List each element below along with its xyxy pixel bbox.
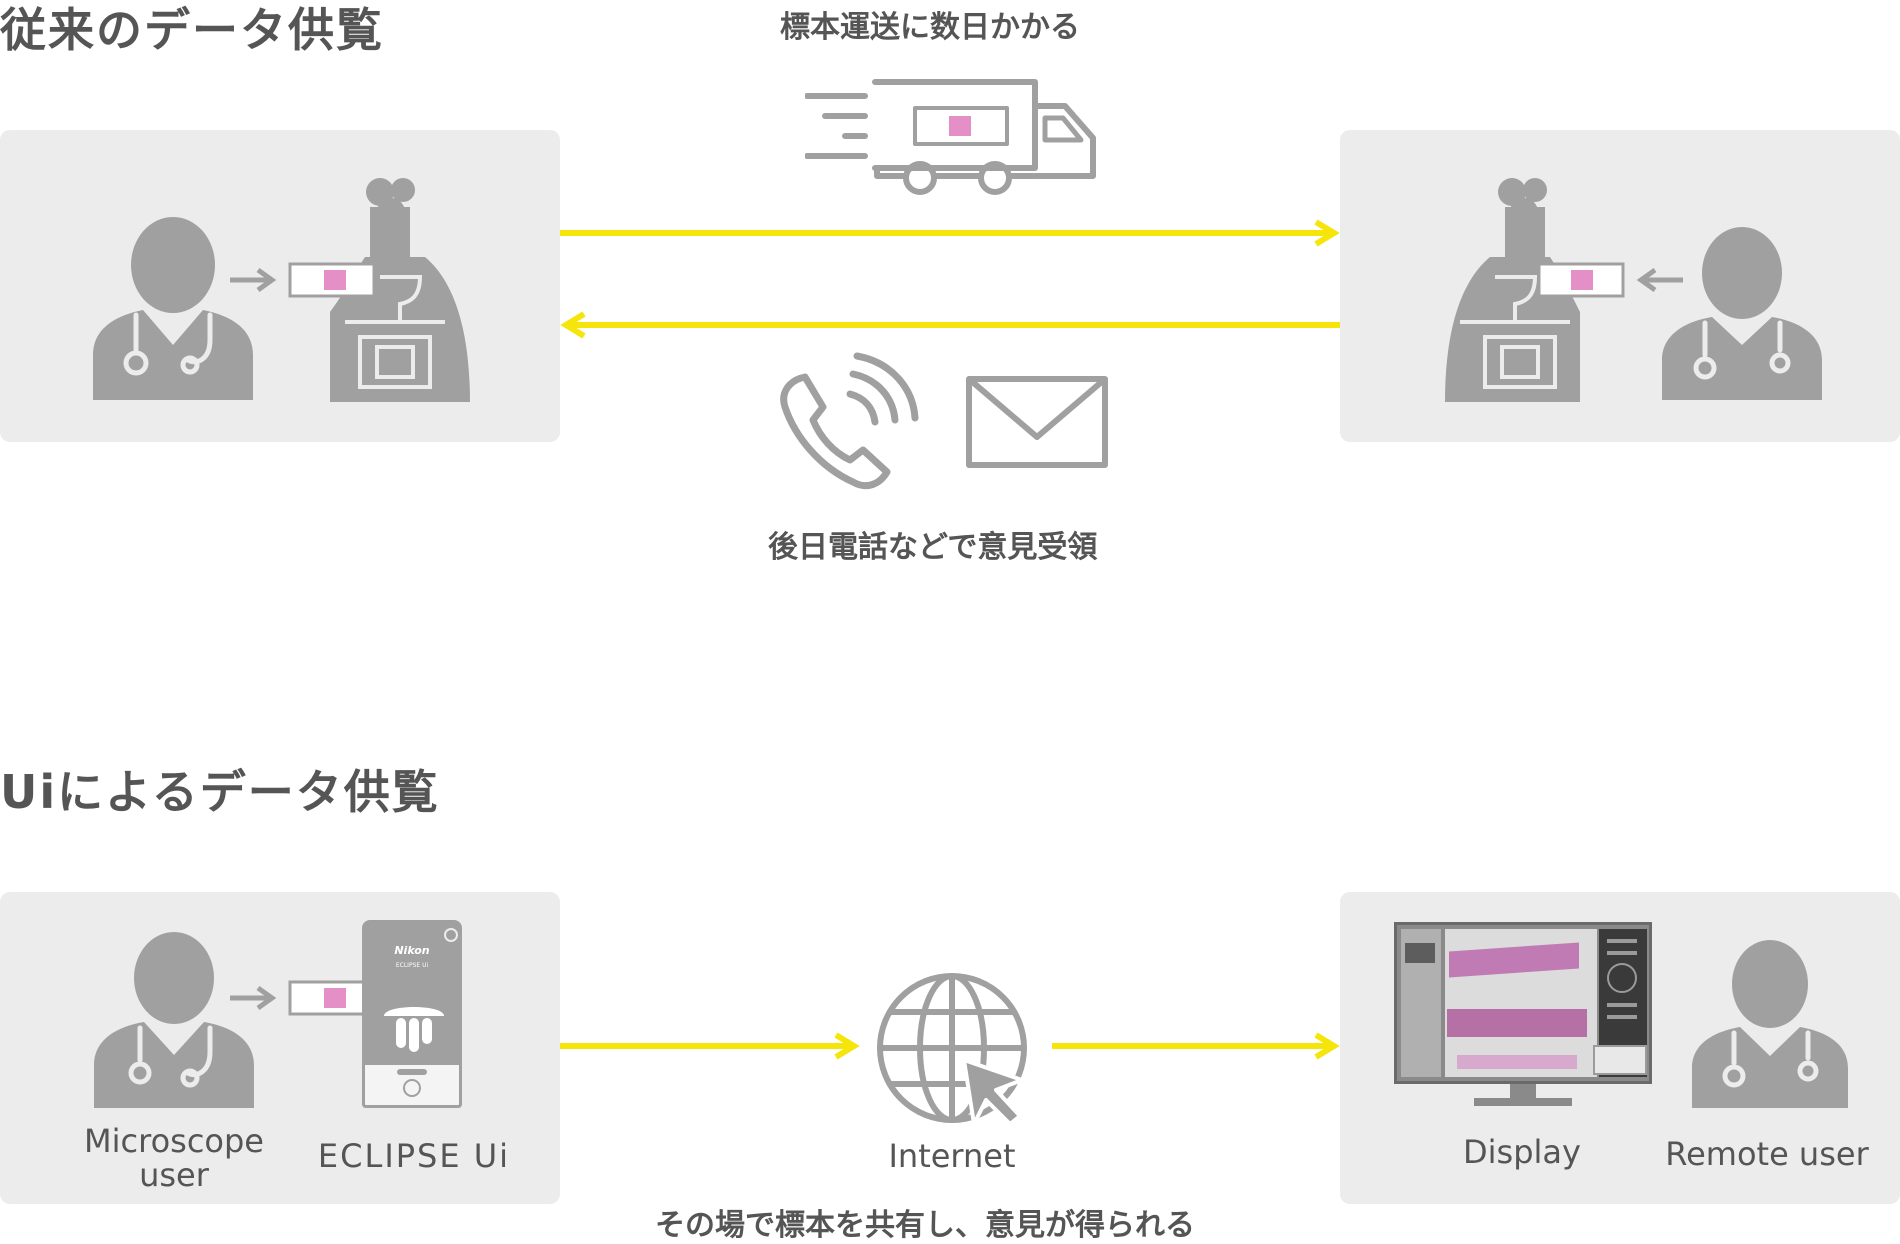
viewer-slide-image [1445, 929, 1597, 1077]
truck-icon [805, 79, 1096, 195]
slide-arrow-icon-local [230, 980, 376, 1016]
upload-arrow [560, 1032, 860, 1060]
doctor-icon-local [94, 932, 254, 1108]
internet-label: Internet [888, 1137, 1016, 1175]
microscope-user-panel [0, 892, 560, 1204]
slide-arrow-icon-remote [1537, 262, 1683, 298]
stream-arrow [1052, 1032, 1340, 1060]
feedback-caption: 後日電話などで意見受領 [768, 530, 1098, 565]
feedback-arrow [560, 311, 1340, 339]
display-label: Display [1463, 1133, 1581, 1171]
display-monitor [1394, 922, 1652, 1084]
doctor-icon-remote [1662, 227, 1822, 400]
share-caption: その場で標本を共有し、意見が得られる [655, 1208, 1195, 1243]
phone-icon [780, 352, 919, 490]
transport-caption: 標本運送に数日かかる [780, 10, 1080, 45]
monitor-base [1474, 1098, 1572, 1106]
monitor-stand [1510, 1084, 1536, 1100]
mail-icon [966, 376, 1108, 468]
slide-arrow-icon [230, 262, 376, 298]
section-title-conventional: 従来のデータ供覧 [0, 3, 384, 57]
viewer-sidebar [1401, 929, 1441, 1077]
device-objective-icon [384, 1007, 444, 1052]
eclipse-ui-label: ECLIPSE Ui [317, 1137, 511, 1175]
microscope-user-label: Microscope user [84, 1122, 264, 1194]
doctor-icon-viewer [1692, 940, 1848, 1108]
doctor-icon [93, 217, 253, 400]
device-power-button [444, 928, 458, 942]
eclipse-ui-device: Nikon ECLIPSE Ui [362, 920, 462, 1108]
device-base [362, 1062, 462, 1108]
device-brand: Nikon [394, 944, 430, 957]
remote-user-label: Remote user [1665, 1135, 1869, 1173]
globe-cursor-icon [877, 973, 1027, 1126]
device-model: ECLIPSE Ui [395, 962, 429, 969]
viewer-minimap [1593, 1045, 1647, 1075]
shipping-arrow [560, 219, 1340, 247]
section-title-ui: Uiによるデータ供覧 [0, 765, 440, 819]
